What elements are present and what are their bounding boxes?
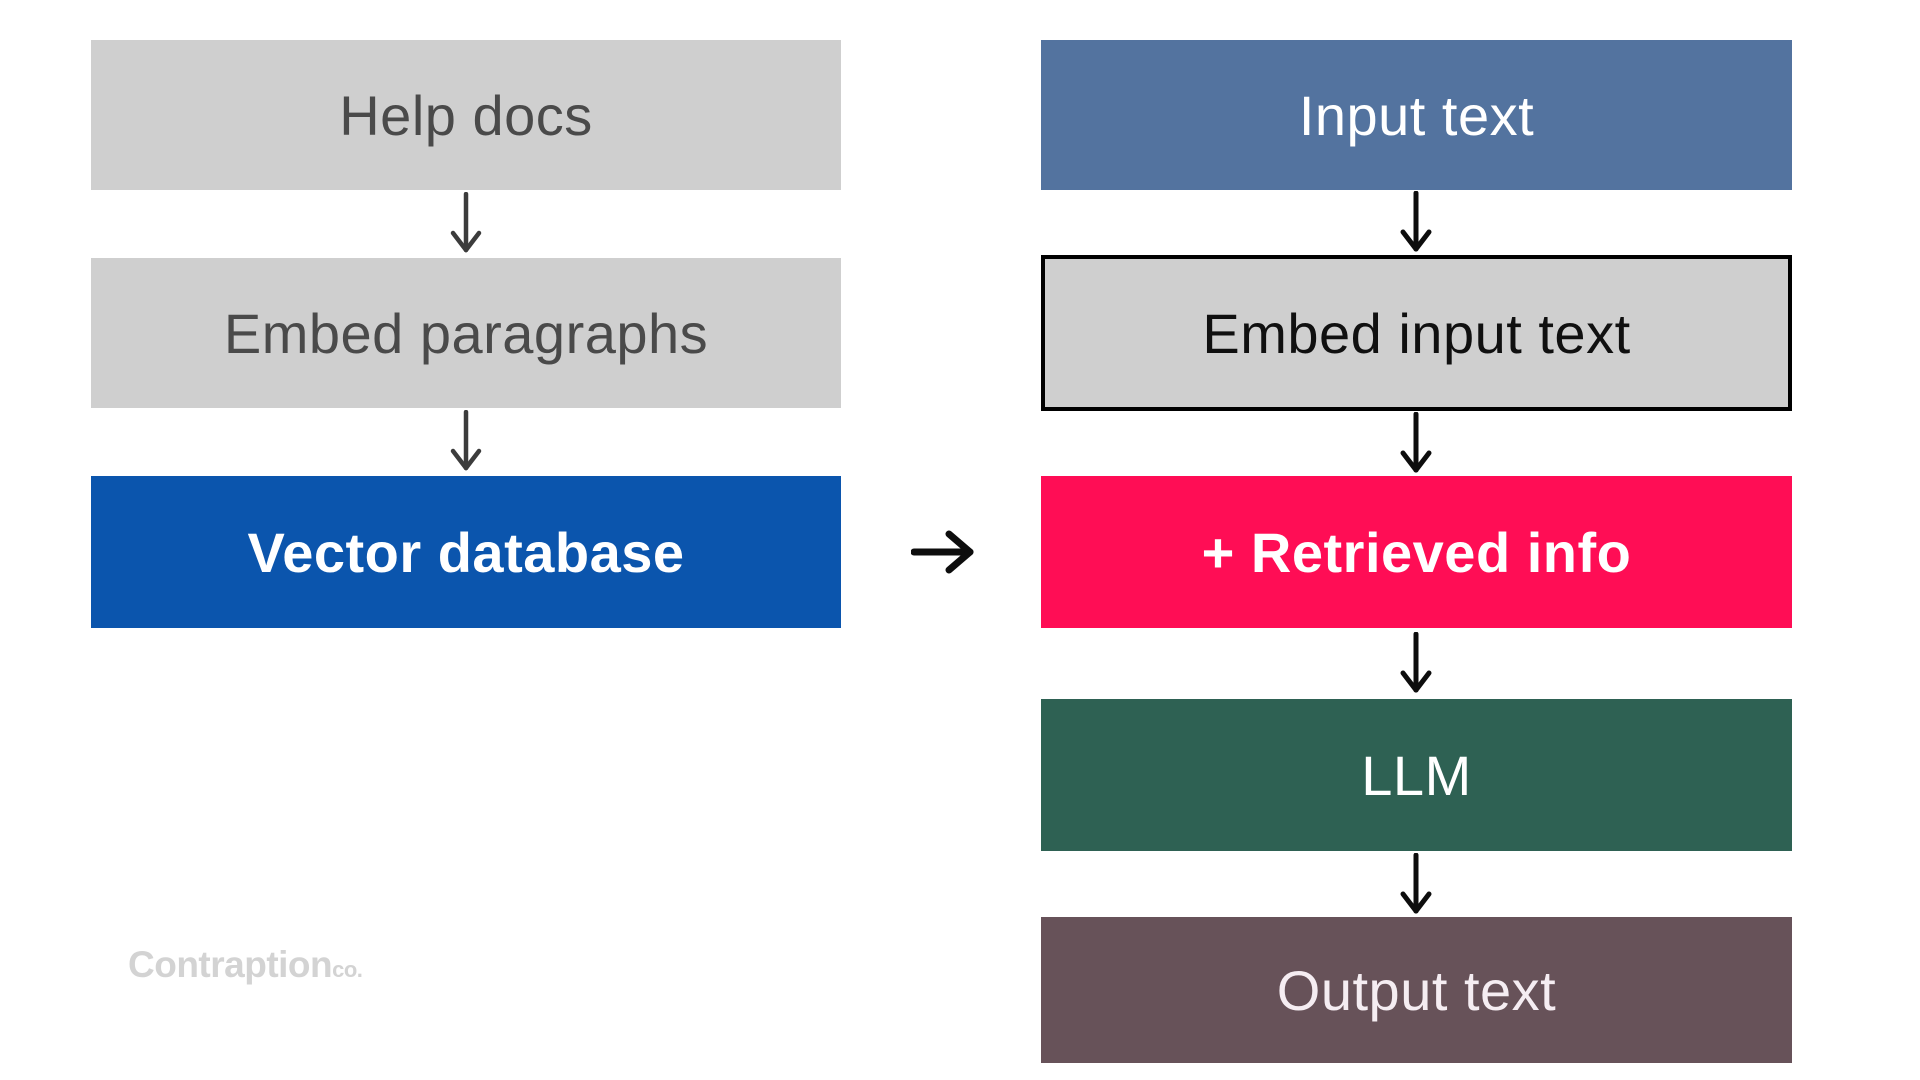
flow-box-embed-input-text: Embed input text	[1041, 255, 1792, 411]
right-arrow-icon	[911, 530, 975, 574]
down-arrow-icon	[448, 192, 484, 256]
flow-box-embed-paragraphs-label: Embed paragraphs	[223, 301, 709, 365]
down-arrow-icon	[448, 410, 484, 474]
flow-box-input-text: Input text	[1041, 40, 1792, 190]
contraption-logo-suffix: co.	[332, 957, 363, 982]
flow-box-input-text-label: Input text	[1298, 83, 1535, 147]
flow-box-llm-label: LLM	[1361, 743, 1472, 807]
flow-box-output-text: Output text	[1041, 917, 1792, 1063]
flow-box-vector-database-label: Vector database	[247, 520, 685, 584]
down-arrow-icon	[1398, 191, 1434, 255]
flow-box-retrieved-info: + Retrieved info	[1041, 476, 1792, 628]
down-arrow-icon	[1398, 853, 1434, 917]
flow-box-help-docs-label: Help docs	[339, 83, 593, 147]
flow-box-llm: LLM	[1041, 699, 1792, 851]
down-arrow-icon	[1398, 412, 1434, 476]
flow-box-embed-paragraphs: Embed paragraphs	[91, 258, 841, 408]
flow-box-help-docs: Help docs	[91, 40, 841, 190]
contraption-logo-brand: Contraption	[128, 944, 333, 985]
flow-box-retrieved-info-label: + Retrieved info	[1201, 520, 1632, 584]
contraption-logo: Contraptionco.	[128, 944, 363, 986]
down-arrow-icon	[1398, 632, 1434, 696]
flow-box-output-text-label: Output text	[1276, 958, 1557, 1022]
flow-box-vector-database: Vector database	[91, 476, 841, 628]
flow-box-embed-input-text-label: Embed input text	[1202, 301, 1631, 365]
